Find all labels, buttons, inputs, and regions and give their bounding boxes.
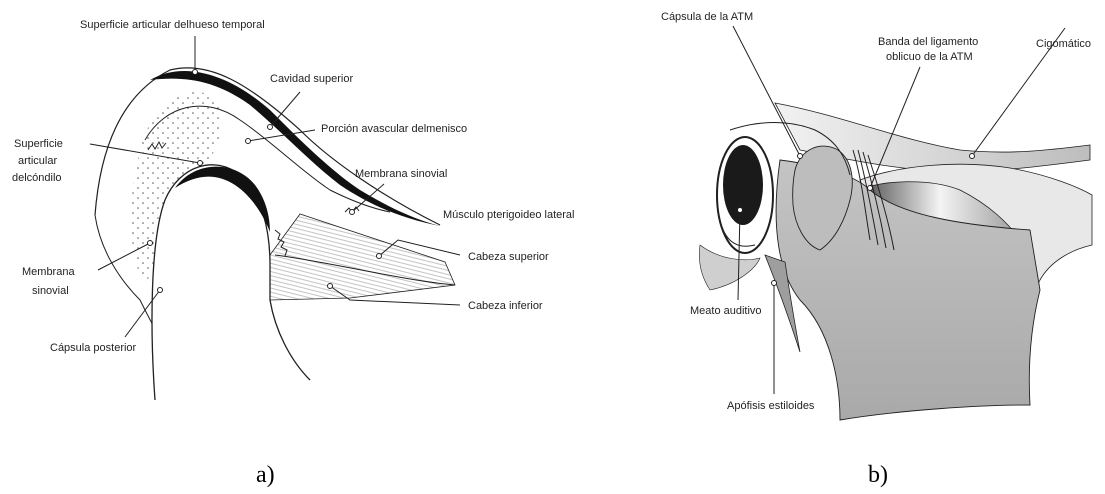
label-upper-cavity: Cavidad superior [270, 73, 353, 85]
dot-upper-head [377, 254, 382, 259]
label-posterior-capsule: Cápsula posterior [50, 342, 137, 354]
label-zygomatic: Cigomático [1036, 38, 1091, 50]
dot-upper-cavity [268, 125, 273, 130]
dot-posterior-capsule [158, 288, 163, 293]
label-condyle-surface-3: delcóndilo [12, 172, 62, 184]
label-oblique-ligament-2: oblicuo de la ATM [886, 51, 973, 63]
dot-condyle-surface [198, 161, 203, 166]
dot-synovial-right [350, 210, 355, 215]
leader-upper-cavity [270, 92, 300, 127]
label-synovial-left-1: Membrana [22, 266, 75, 278]
dot-synovial-left [148, 241, 153, 246]
dot-tmj-capsule [798, 154, 803, 159]
label-upper-head: Cabeza superior [468, 251, 549, 263]
panel-a-diagram: Superficie articular delhueso temporal C… [12, 19, 574, 488]
caption-b: b) [868, 462, 888, 488]
label-condyle-surface-2: articular [18, 155, 57, 167]
dot-lower-head [328, 284, 333, 289]
meatus-inner [723, 145, 763, 225]
dot-zygomatic [970, 154, 975, 159]
dot-avascular-portion [246, 139, 251, 144]
label-synovial-right: Membrana sinovial [355, 168, 447, 180]
label-tmj-capsule: Cápsula de la ATM [661, 11, 753, 23]
label-avascular-portion: Porción avascular delmenisco [321, 123, 467, 135]
label-synovial-left-2: sinovial [32, 285, 69, 297]
dot-auditory-meatus [738, 208, 743, 213]
dot-temporal-surface [193, 70, 198, 75]
label-lateral-pterygoid: Músculo pterigoideo lateral [443, 209, 574, 221]
label-oblique-ligament-1: Banda del ligamento [878, 36, 978, 48]
lateral-pterygoid-muscle [270, 214, 455, 300]
dot-oblique-ligament [868, 186, 873, 191]
label-auditory-meatus: Meato auditivo [690, 305, 762, 317]
label-temporal-surface: Superficie articular delhueso temporal [80, 19, 265, 31]
caption-a: a) [256, 462, 275, 488]
panel-b-diagram: Cápsula de la ATM Banda del ligamento ob… [661, 11, 1092, 488]
label-styloid: Apófisis estiloides [727, 400, 815, 412]
label-condyle-surface-1: Superficie [14, 138, 63, 150]
label-lower-head: Cabeza inferior [468, 300, 543, 312]
dot-styloid [772, 281, 777, 286]
